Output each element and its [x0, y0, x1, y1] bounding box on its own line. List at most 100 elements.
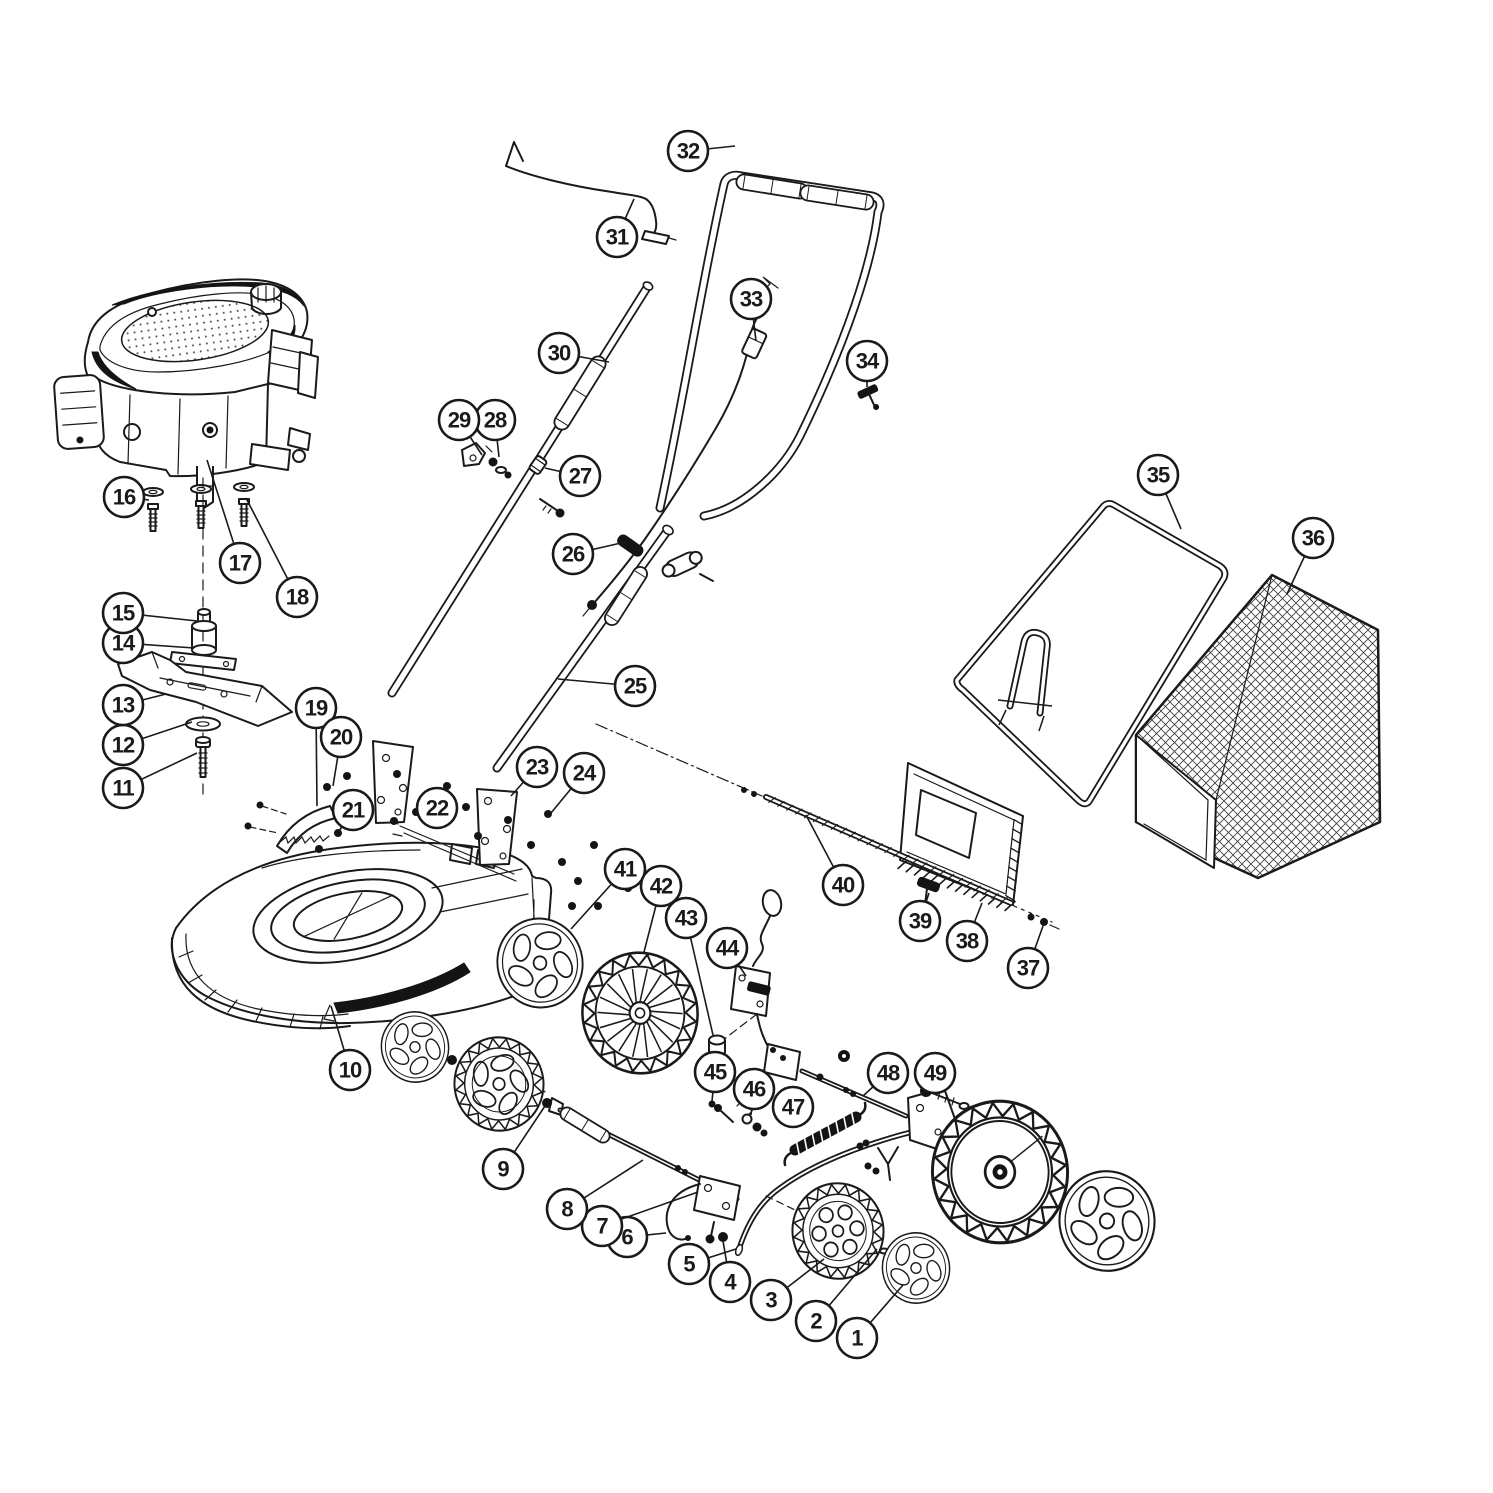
- callout-balloon: [821, 863, 865, 907]
- ferrule-27: [528, 455, 548, 475]
- callout-balloon: [664, 896, 708, 940]
- callout-number: 46: [743, 1077, 766, 1102]
- callout-12: 12: [101, 721, 193, 767]
- wheel-cover-left: [380, 1011, 450, 1083]
- callout-34: 34: [845, 339, 889, 387]
- callout-balloon: [101, 683, 145, 727]
- callout-35: 35: [1136, 453, 1182, 530]
- callout-number: 43: [675, 906, 698, 931]
- callout-23: 23: [510, 745, 559, 797]
- callout-balloon: [693, 1050, 737, 1094]
- callout-42: 42: [639, 864, 683, 953]
- cable-clamp-bolt-34: [857, 384, 880, 410]
- callout-39: 39: [898, 892, 942, 943]
- washers-28: [488, 457, 512, 479]
- door-washers-37: [1027, 913, 1060, 930]
- callout-7: 7: [580, 1191, 699, 1248]
- callout-18: 18: [245, 497, 319, 619]
- callout-balloon: [603, 847, 647, 891]
- callout-29: 29: [437, 398, 483, 456]
- callout-number: 35: [1147, 463, 1170, 488]
- grass-bag: [1134, 573, 1382, 880]
- callout-21: 21: [331, 788, 375, 832]
- callout-number: 11: [112, 776, 134, 801]
- callout-number: 45: [704, 1060, 727, 1085]
- callout-number: 7: [596, 1214, 608, 1239]
- tire-3: [791, 1182, 885, 1280]
- fork-clip: [864, 1146, 899, 1181]
- callout-number: 39: [909, 909, 932, 934]
- height-adjuster-quadrant: [244, 801, 337, 854]
- engine-mount-bolts: [142, 482, 255, 532]
- callout-number: 41: [614, 857, 637, 882]
- callout-balloon: [275, 575, 319, 619]
- callout-number: 1: [851, 1326, 863, 1351]
- callout-number: 21: [342, 798, 365, 823]
- callout-36: 36: [1286, 516, 1335, 595]
- callout-balloon: [558, 454, 602, 498]
- callout-number: 25: [624, 674, 647, 699]
- callout-13: 13: [101, 683, 167, 727]
- callout-46: 46: [732, 1067, 776, 1116]
- cable-clamp: [617, 534, 644, 557]
- callout-balloon: [729, 277, 773, 321]
- cable-clamp-bracket-29: [461, 442, 493, 467]
- callout-15: 15: [101, 591, 198, 635]
- link-rod-48: [763, 1043, 909, 1119]
- wheel-cover-41: [496, 917, 584, 1009]
- handle-bracket-left: [372, 740, 414, 824]
- callout-number: 26: [562, 542, 585, 567]
- handle-mount-struts: [389, 819, 517, 882]
- callout-22: 22: [415, 786, 459, 830]
- callout-number: 37: [1017, 956, 1040, 981]
- callout-number: 27: [569, 464, 592, 489]
- callout-balloon: [945, 919, 989, 963]
- callout-25: 25: [557, 664, 657, 708]
- callout-33: 33: [729, 277, 773, 342]
- callout-44: 44: [705, 926, 749, 977]
- callout-balloon: [613, 664, 657, 708]
- callout-number: 20: [330, 725, 353, 750]
- callout-balloon: [749, 1278, 793, 1322]
- blade-bolt: [195, 736, 211, 778]
- callout-balloon: [102, 475, 146, 519]
- door-rod-shaft: [763, 794, 1014, 906]
- spring-47: [783, 1101, 867, 1167]
- callout-balloon: [845, 339, 889, 383]
- cable-adjuster: [741, 327, 768, 360]
- callout-number: 44: [716, 936, 740, 961]
- callout-balloon: [1136, 453, 1180, 497]
- callout-balloon: [639, 864, 683, 908]
- bag-opening: [1135, 734, 1217, 869]
- callout-17: 17: [206, 459, 262, 585]
- callout-balloon: [481, 1147, 525, 1191]
- callout-number: 23: [526, 755, 549, 780]
- callout-balloon: [794, 1299, 838, 1343]
- callout-balloon: [294, 686, 338, 730]
- callout-number: 16: [113, 485, 136, 510]
- grass-catcher-frame: [953, 500, 1229, 808]
- callout-balloon: [328, 1048, 372, 1092]
- callout-number: 47: [782, 1095, 805, 1120]
- callout-number: 40: [832, 873, 855, 898]
- callout-24: 24: [550, 751, 606, 814]
- callout-balloon: [331, 788, 375, 832]
- callout-balloon: [595, 215, 639, 259]
- callout-balloon: [913, 1051, 957, 1095]
- callout-number: 5: [683, 1252, 695, 1277]
- callout-balloon: [437, 398, 481, 442]
- callout-balloon: [562, 751, 606, 795]
- callout-number: 38: [956, 929, 979, 954]
- callout-balloon: [218, 541, 262, 585]
- callout-balloon: [667, 1242, 711, 1286]
- callout-number: 18: [286, 585, 309, 610]
- callout-10: 10: [328, 1005, 372, 1092]
- blade-assembly: [117, 608, 293, 778]
- callout-balloon: [1006, 946, 1050, 990]
- callout-balloon: [101, 591, 145, 635]
- callout-19: 19: [294, 686, 338, 807]
- callout-number: 12: [112, 733, 135, 758]
- callout-1: 1: [835, 1284, 904, 1360]
- callout-number: 9: [497, 1157, 509, 1182]
